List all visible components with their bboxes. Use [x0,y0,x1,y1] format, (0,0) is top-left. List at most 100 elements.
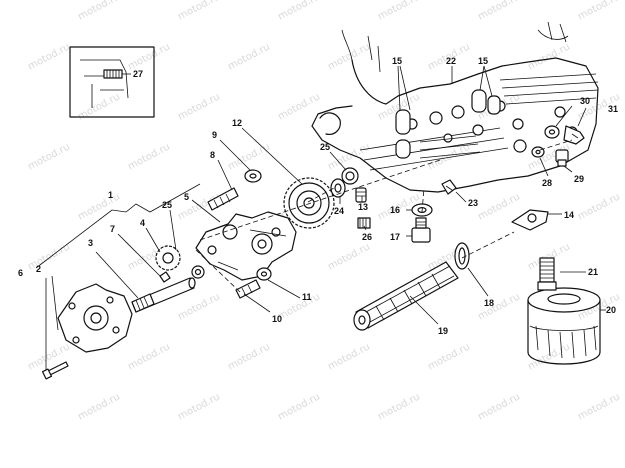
seal-25-upper [341,167,359,185]
callout-14: 14 [564,210,574,220]
watermark-text: motod.ru [226,41,272,72]
watermark-text: motod.ru [576,391,622,422]
watermark-text: motod.ru [376,0,422,23]
callout-13: 13 [358,202,368,212]
callout-11: 11 [302,292,312,302]
callout-1: 1 [108,190,113,200]
callout-19: 19 [438,326,448,336]
callout-29: 29 [574,174,584,184]
dowel-pins-15 [395,89,501,159]
drive-pin-7 [159,271,171,283]
plug-29 [555,149,569,167]
watermark-text: motod.ru [326,241,372,272]
screw-31 [563,125,585,145]
callout-10: 10 [272,314,282,324]
leader-lines [45,65,606,370]
watermark-text: motod.ru [176,391,222,422]
pressure-valve-17 [411,217,431,243]
watermark-text: motod.ru [326,41,372,72]
callout-15a: 15 [392,56,402,66]
callout-24: 24 [334,206,344,216]
screw-6 [41,361,69,380]
watermark-text: motod.ru [576,0,622,23]
callout-12: 12 [232,118,242,128]
oil-strainer-19 [353,261,459,331]
callout-2: 2 [36,264,41,274]
watermark-text: motod.ru [126,41,172,72]
callout-labels: 1 2 3 4 5 6 7 8 9 10 11 12 13 14 15 15 1… [18,56,618,336]
watermark-text: motod.ru [126,341,172,372]
detail-inset-27 [69,46,155,118]
watermark-text: motod.ru [276,391,322,422]
watermark-text: motod.ru [76,391,122,422]
callout-25b: 25 [162,200,172,210]
callout-31: 31 [608,104,618,114]
watermark-text: motod.ru [476,391,522,422]
watermark-text: motod.ru [276,291,322,322]
watermark-text: motod.ru [476,0,522,23]
seal-25-lower [191,265,205,279]
callout-26: 26 [362,232,372,242]
watermark-text: motod.ru [276,91,322,122]
callout-28: 28 [542,178,552,188]
washer-9 [244,169,262,183]
callout-23: 23 [468,198,478,208]
watermark-text: motod.ru [276,0,322,23]
callout-6: 6 [18,268,23,278]
fitting-23 [441,179,457,195]
watermark-text: motod.ru [176,291,222,322]
watermark-text: motod.ru [526,41,572,72]
pump-cover-2 [57,283,133,353]
washer-11 [256,267,272,281]
callout-27: 27 [133,69,143,79]
callout-20: 20 [606,305,616,315]
callout-30: 30 [580,96,590,106]
callout-8: 8 [210,150,215,160]
crankcase-housing [311,21,599,193]
callout-15b: 15 [478,56,488,66]
watermark-text: motod.ru [226,141,272,172]
spacer-24 [330,178,346,198]
watermark-text: motod.ru [226,341,272,372]
inner-rotor-4 [155,245,181,271]
callout-7: 7 [110,224,115,234]
watermark-text: motod.ru [176,0,222,23]
callout-21: 21 [588,267,598,277]
nozzle-27 [103,69,123,79]
watermark-text: motod.ru [76,191,122,222]
o-ring-18 [454,242,470,270]
callout-16: 16 [390,205,400,215]
watermark-text: motod.ru [26,141,72,172]
watermark-text: motod.ru [576,191,622,222]
centerlines [195,139,573,293]
watermark-text: motod.ru [26,41,72,72]
callout-25a: 25 [320,142,330,152]
bolt-13 [355,187,367,203]
watermark-text: motod.ru [126,141,172,172]
callout-18: 18 [484,298,494,308]
callout-3: 3 [88,238,93,248]
watermark-text: motod.ru [76,91,122,122]
callout-4: 4 [140,218,145,228]
gasket-14 [511,209,549,231]
drive-gear-12 [283,177,335,229]
screw-8 [207,187,239,211]
cylinder-fins [359,73,599,171]
oil-filter-20 [527,287,601,365]
key-26 [357,217,371,229]
watermark-text: motod.ru [476,191,522,222]
callout-22: 22 [446,56,456,66]
pump-body-5 [195,211,297,281]
watermark-text: motod.ru [426,341,472,372]
watermark-text: motod.ru [326,341,372,372]
callout-17: 17 [390,232,400,242]
screw-10 [235,279,261,299]
callout-9: 9 [212,130,217,140]
watermark-text: motod.ru [376,391,422,422]
washer-28 [531,146,545,158]
watermark-text: motod.ru [76,0,122,23]
callout-5: 5 [184,192,189,202]
watermark-text: motod.ru [176,91,222,122]
assembly-bracket-1 [35,183,201,269]
